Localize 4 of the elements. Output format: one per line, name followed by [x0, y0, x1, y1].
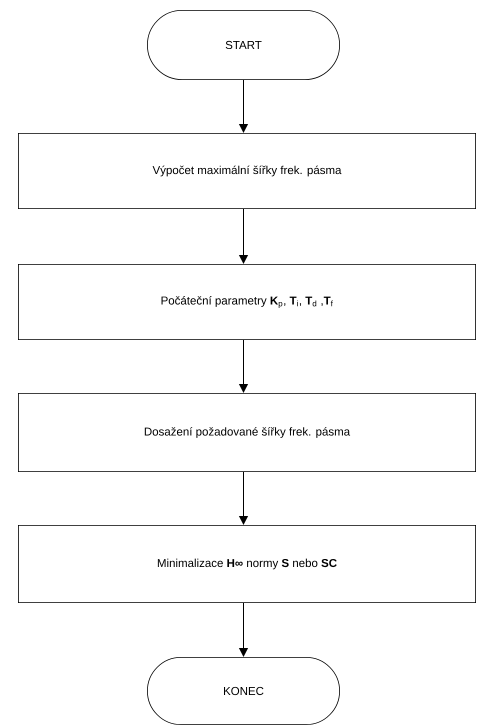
process-box: Výpočet maximální šířky frek. pásma — [18, 132, 476, 209]
process-box: Minimalizace H∞ normy S nebo SC — [18, 525, 476, 603]
process-box: Dosažení požadované šířky frek. pásma — [18, 393, 476, 472]
process-box: Počáteční parametry K$_{p}$, T$_{i}$, T$_{d}$ ,T$_{f}$ — [18, 264, 476, 340]
